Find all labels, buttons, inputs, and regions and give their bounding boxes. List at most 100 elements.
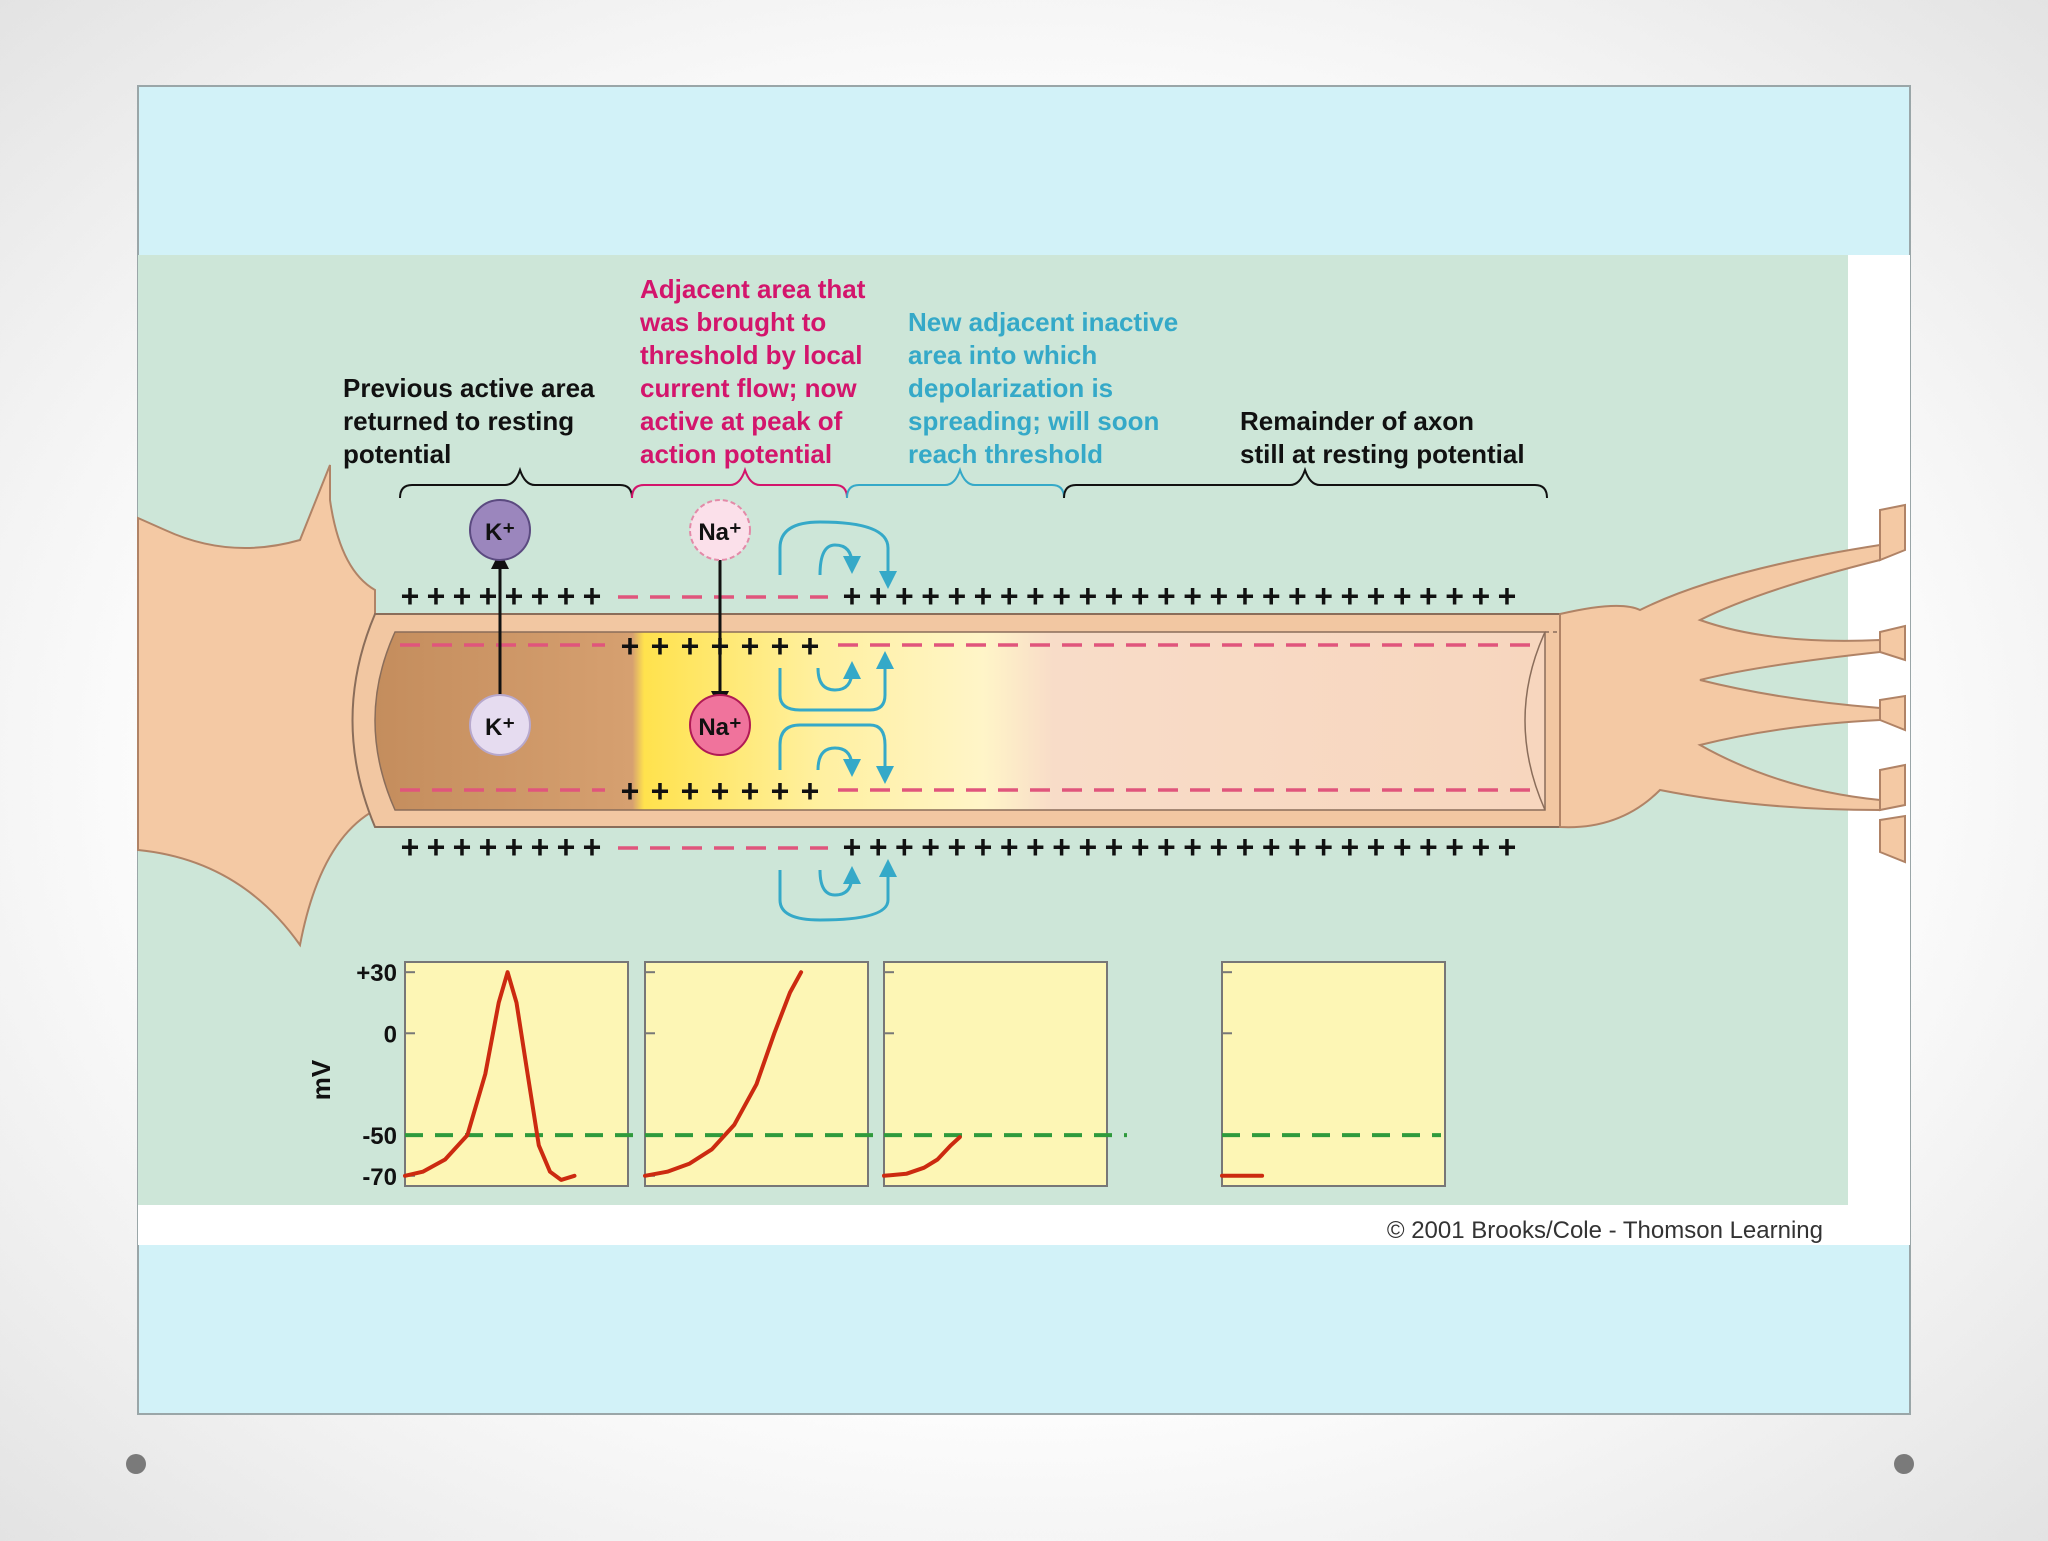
adjacent-line-2: was brought to <box>639 307 826 337</box>
terminal-bulb-2 <box>1879 624 1906 662</box>
outer-top-remainder-plus-6: + <box>1000 578 1019 614</box>
outer-top-remainder-plus-16: + <box>1262 578 1281 614</box>
axon-cut-face <box>1524 631 1546 811</box>
outer-bottom-resting-plus-1: + <box>427 829 446 865</box>
local-current-loops <box>778 520 897 922</box>
adjacent-line-6: action potential <box>640 439 832 469</box>
membrane-potential-graphs: +300-50-70 <box>356 960 1446 1191</box>
inner-top-positive-plus-4: + <box>741 628 760 664</box>
outer-top-remainder-plus-17: + <box>1288 578 1307 614</box>
outer-bottom-remainder-plus-20: + <box>1367 829 1386 865</box>
na-ion-inside-label: Na⁺ <box>698 714 741 741</box>
y-axis-label: mV <box>306 1059 336 1100</box>
bracket-previous <box>399 466 633 499</box>
outer-top-remainder-plus-22: + <box>1419 578 1438 614</box>
outer-top-remainder-plus-18: + <box>1314 578 1333 614</box>
right-white-strip <box>1848 255 1910 1205</box>
outer-bottom-remainder-plus-13: + <box>1183 829 1202 865</box>
outer-bottom-resting-plus-6: + <box>557 829 576 865</box>
adjacent-line-1: Adjacent area that <box>640 274 866 304</box>
outer-bottom-remainder-plus-6: + <box>1000 829 1019 865</box>
outer-top-remainder-plus-13: + <box>1183 578 1202 614</box>
outer-top-remainder-plus-10: + <box>1105 578 1124 614</box>
new_inactive-line-3: depolarization is <box>908 373 1113 403</box>
outer-bottom-resting-plus-0: + <box>401 829 420 865</box>
previous-line-1: Previous active area <box>343 373 595 403</box>
outer-top-remainder-plus-14: + <box>1209 578 1228 614</box>
inner-bottom-positive-plus-1: + <box>651 773 670 809</box>
axon-terminals <box>1559 543 1881 829</box>
bracket-adjacent <box>631 466 848 499</box>
na-ion-inside: Na⁺ <box>689 694 751 756</box>
outer-top-remainder-plus-11: + <box>1131 578 1150 614</box>
graph-resting-area <box>1220 961 1446 1187</box>
outer-top-resting-plus-5: + <box>531 578 550 614</box>
outer-top-remainder-plus-12: + <box>1157 578 1176 614</box>
outer-top-remainder-plus-7: + <box>1026 578 1045 614</box>
outer-top-resting-plus-7: + <box>583 578 602 614</box>
outer-bottom-remainder-plus-19: + <box>1340 829 1359 865</box>
outer-top-remainder-plus-4: + <box>947 578 966 614</box>
k-ion-outside-label: K⁺ <box>485 519 515 546</box>
copyright: © 2001 Brooks/Cole - Thomson Learning <box>1387 1217 1823 1244</box>
outer-bottom-remainder-plus-10: + <box>1105 829 1124 865</box>
outer-bottom-remainder-plus-5: + <box>974 829 993 865</box>
membrane-charges: ++++++++++++++++++++++++++++++++++++++++… <box>400 578 1540 865</box>
outer-bottom-remainder-plus-1: + <box>869 829 888 865</box>
bullet-left <box>126 1454 146 1474</box>
new_inactive-line-5: reach threshold <box>908 439 1103 469</box>
outer-bottom-remainder-plus-4: + <box>947 829 966 865</box>
terminal-bulb-3 <box>1879 694 1906 732</box>
potential-trace-1 <box>403 970 577 1182</box>
outer-bottom-remainder-plus-14: + <box>1209 829 1228 865</box>
adjacent-line-3: threshold by local <box>640 340 863 370</box>
axon-interior <box>374 631 1546 811</box>
outer-bottom-remainder-plus-18: + <box>1314 829 1333 865</box>
bracket-remainder <box>1063 466 1548 499</box>
adjacent-line-5: active at peak of <box>640 406 843 436</box>
outer-bottom-remainder-plus-2: + <box>895 829 914 865</box>
outer-top-resting-plus-2: + <box>453 578 472 614</box>
outer-bottom-remainder-plus-17: + <box>1288 829 1307 865</box>
outer-bottom-remainder-plus-21: + <box>1393 829 1412 865</box>
graph-resting-area-box <box>1221 961 1446 1187</box>
outer-top-remainder-plus-19: + <box>1340 578 1359 614</box>
remainder-line-1: Remainder of axon <box>1240 406 1474 436</box>
terminal-bulb-4 <box>1879 763 1906 812</box>
outer-bottom-remainder-plus-3: + <box>921 829 940 865</box>
outer-top-remainder-plus-1: + <box>869 578 888 614</box>
outer-bottom-remainder-plus-0: + <box>843 829 862 865</box>
outer-top-remainder-plus-3: + <box>921 578 940 614</box>
previous-line-3: potential <box>343 439 451 469</box>
inner-bottom-positive-plus-6: + <box>801 773 820 809</box>
na-ion-outside-label: Na⁺ <box>698 519 741 546</box>
outer-bottom-remainder-plus-24: + <box>1471 829 1490 865</box>
outer-top-remainder-plus-15: + <box>1236 578 1255 614</box>
outer-bottom-remainder-plus-8: + <box>1052 829 1071 865</box>
outer-bottom-resting-plus-7: + <box>583 829 602 865</box>
graph-spreading-area-box <box>883 961 1108 1187</box>
na-ion-outside: Na⁺ <box>689 499 751 561</box>
outer-bottom-remainder-plus-15: + <box>1236 829 1255 865</box>
inner-top-positive-plus-0: + <box>621 628 640 664</box>
graph-active-area <box>643 961 888 1187</box>
outer-top-remainder-plus-25: + <box>1498 578 1517 614</box>
bracket-new-inactive <box>846 466 1065 499</box>
outer-bottom-remainder-plus-7: + <box>1026 829 1045 865</box>
graph-spreading-area <box>882 961 1127 1187</box>
new_inactive-line-1: New adjacent inactive <box>908 307 1178 337</box>
copyright-strip <box>138 1205 1910 1245</box>
outer-top-remainder-plus-9: + <box>1078 578 1097 614</box>
outer-bottom-remainder-plus-12: + <box>1157 829 1176 865</box>
adjacent-line-4: current flow; now <box>640 373 857 403</box>
outer-top-resting-plus-0: + <box>401 578 420 614</box>
previous-line-2: returned to resting <box>343 406 574 436</box>
inner-bottom-positive-plus-3: + <box>711 773 730 809</box>
potential-trace-2 <box>643 970 804 1178</box>
bullet-right <box>1894 1454 1914 1474</box>
inner-top-positive-plus-2: + <box>681 628 700 664</box>
